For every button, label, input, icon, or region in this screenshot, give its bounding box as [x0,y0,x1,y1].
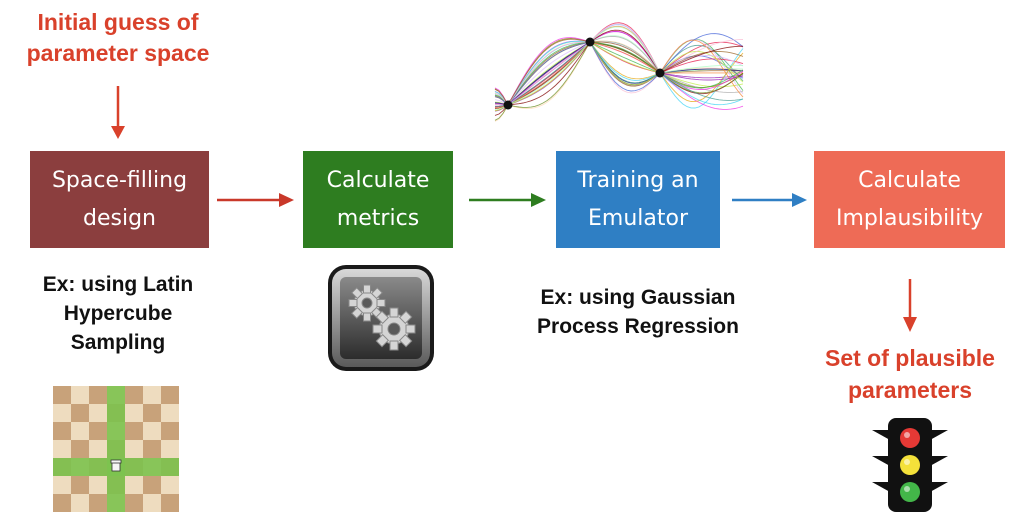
gp-sample-curve [494,39,744,109]
arrow-design-to-metrics [217,193,294,207]
gaussian-process-samples-plot [494,22,744,122]
chess-square [71,440,89,458]
training-emulator-box: Training an Emulator [556,151,720,248]
chess-square [89,494,107,512]
gp-sample-curve [495,24,744,106]
chess-square [53,440,71,458]
traffic-light-icon [872,418,948,512]
gp-sample-curve [494,42,744,105]
gp-sample-curve [494,40,744,122]
chess-square [71,476,89,494]
gp-sample-curve [494,40,744,106]
gp-sample-curve [494,42,744,106]
gears-icon [328,265,434,371]
chess-square [89,404,107,422]
gp-sample-curve [494,26,744,110]
chess-square [89,440,107,458]
space-filling-design-line2: design [83,205,156,231]
gp-sample-curve [494,43,744,112]
arrow-emulator-to-implausibility [732,193,807,207]
chess-square [125,440,143,458]
gp-sample-curve [494,29,744,116]
chess-square [71,386,89,404]
chess-square [143,404,161,422]
chess-square [53,422,71,440]
gp-observation-point [503,100,513,110]
gp-sample-curve [494,22,744,108]
chess-square [143,476,161,494]
chess-square [89,476,107,494]
initial-guess-arrow [111,86,125,139]
gp-sample-curve [494,23,744,105]
chess-square [161,404,179,422]
chess-square [89,386,107,404]
chessboard-icon [53,386,179,512]
chess-square [125,386,143,404]
result-line1: Set of plausible [825,345,995,371]
gp-observation-point [585,37,595,47]
gp-sample-curve [494,33,744,105]
calculate-metrics-line1: Calculate [326,167,430,193]
gpr-note: Ex: using Gaussian Process Regression [495,283,781,341]
chess-square [125,404,143,422]
chess-square [125,476,143,494]
chess-square [53,386,71,404]
calculate-implausibility-box: Calculate Implausibility [814,151,1005,248]
space-filling-design-box: Space-filling design [30,151,209,248]
result-line2: parameters [847,377,973,403]
lhs-note-line1: Ex: using Latin [42,273,194,296]
calculate-implausibility-line1: Calculate [858,167,961,193]
calculate-metrics-line2: metrics [336,205,420,231]
gpr-note-line1: Ex: using Gaussian [540,286,736,309]
gpr-note-line2: Process Regression [537,315,739,338]
gp-sample-curve [494,30,744,104]
implausibility-arrow [903,279,917,332]
calculate-implausibility-line2: Implausibility [836,205,983,231]
chess-square [161,476,179,494]
result-label: Set of plausible parameters [795,342,1013,406]
gp-sample-curve [494,41,744,105]
initial-guess-line1: Initial guess of [37,9,199,35]
chess-square [161,422,179,440]
chess-square [125,422,143,440]
chess-square [71,422,89,440]
chess-square [143,422,161,440]
chess-square [71,404,89,422]
chess-square [143,440,161,458]
lhs-note-line3: Sampling [70,331,166,354]
chess-square [161,494,179,512]
training-emulator-line2: Emulator [588,205,688,231]
chess-square [161,440,179,458]
gp-sample-curve [494,41,744,110]
arrow-metrics-to-emulator [469,193,546,207]
gp-sample-curve [494,42,744,107]
calculate-metrics-box: Calculate metrics [303,151,453,248]
chess-square [125,494,143,512]
chess-square [89,422,107,440]
chess-square [143,494,161,512]
lhs-note-line2: Hypercube [63,302,173,325]
rook-piece-icon [110,459,122,472]
chess-square [143,386,161,404]
chess-square [53,476,71,494]
chess-square [161,386,179,404]
chess-square [53,494,71,512]
gp-sample-curve [494,42,744,121]
gp-observation-point [655,68,665,78]
gp-sample-curve [494,38,744,104]
chess-square [71,494,89,512]
chess-square [53,404,71,422]
space-filling-design-line1: Space-filling [51,167,188,193]
initial-guess-label: Initial guess of parameter space [8,7,228,69]
training-emulator-line1: Training an [577,167,699,193]
initial-guess-line2: parameter space [26,40,210,66]
lhs-note: Ex: using Latin Hypercube Sampling [0,270,236,357]
